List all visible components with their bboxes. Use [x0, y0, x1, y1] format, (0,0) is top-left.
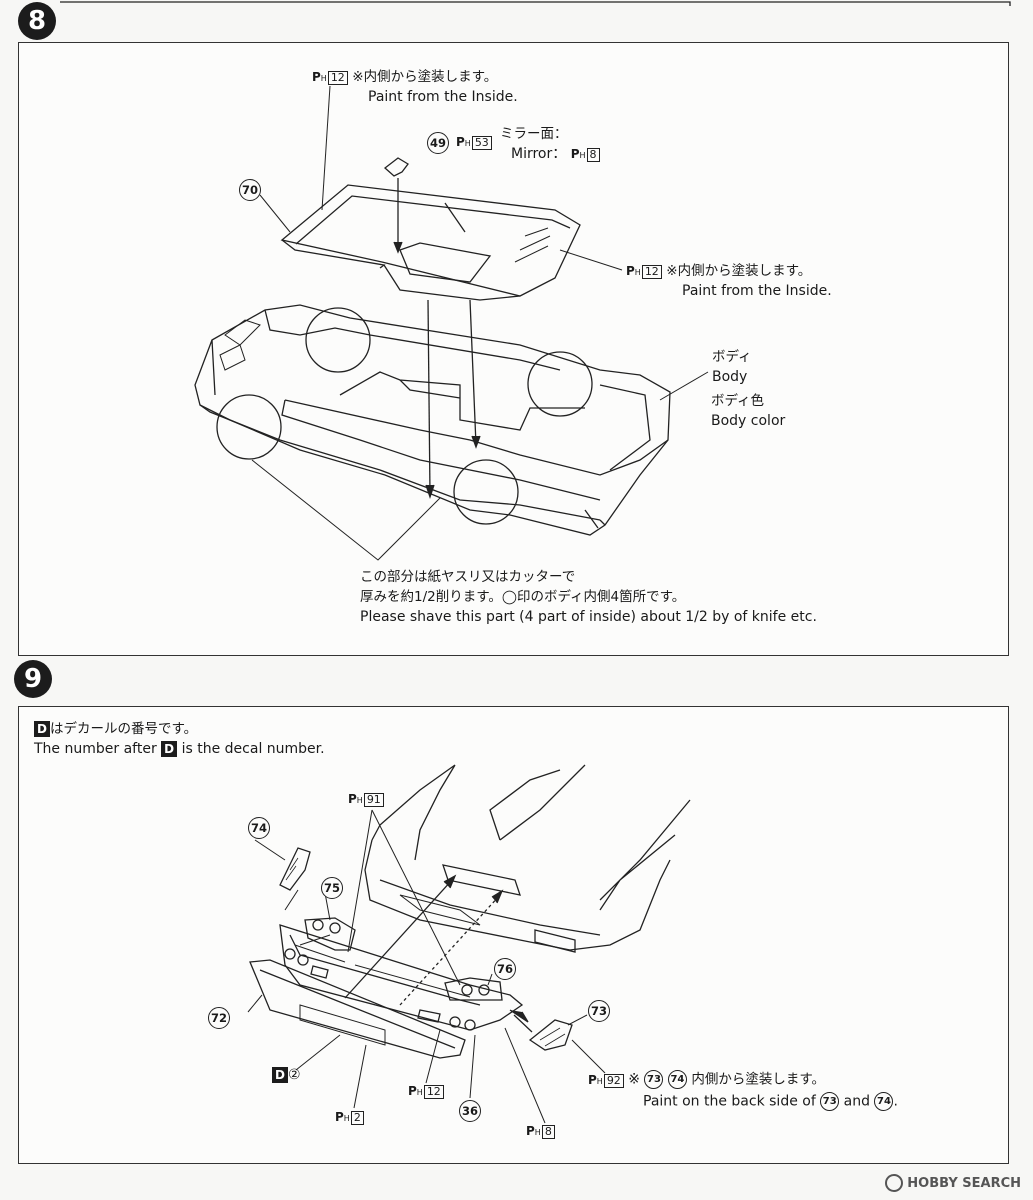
bracket-76 — [444, 977, 503, 1001]
mirror-jp: ミラー面： — [500, 126, 568, 142]
logo-icon — [885, 1174, 904, 1192]
part-49-callout: 49 — [427, 132, 449, 154]
part-73-callout: 73 — [588, 1000, 610, 1022]
decal-note-en: The number after D is the decal number. — [34, 741, 325, 757]
body-en: Body — [712, 369, 748, 385]
step8-badge: 8 — [18, 2, 56, 40]
shave-jp-1: この部分は紙ヤスリ又はカッターで — [360, 569, 576, 585]
step8-panel — [18, 42, 1009, 656]
car-front — [371, 764, 691, 911]
paint-right-jp: ※内側から塗装します。 — [666, 263, 812, 279]
part-75-callout: 75 — [321, 877, 343, 899]
part-36-callout: 36 — [459, 1100, 481, 1122]
marker-light-74 — [279, 847, 311, 891]
lower-spoiler — [249, 959, 466, 1059]
part-76-callout: 76 — [494, 958, 516, 980]
car-body — [194, 304, 671, 536]
paint-right-en: Paint from the Inside. — [682, 283, 832, 299]
bumper-main — [279, 924, 524, 1031]
part-70-callout: 70 — [239, 179, 261, 201]
decal-icon: D — [272, 1067, 288, 1083]
body-color-en: Body color — [711, 413, 786, 429]
mirror-part — [383, 157, 409, 177]
body-color-jp: ボディ色 — [711, 393, 765, 409]
paint-top-jp: ※内側から塗装します。 — [352, 69, 498, 85]
part-72-callout: 72 — [208, 1007, 230, 1029]
marker-light-73 — [528, 1019, 573, 1051]
step9-panel — [18, 706, 1009, 1164]
decal-icon: D — [161, 741, 178, 757]
shave-jp-2: 厚みを約1/2削ります。◯印のボディ内側4箇所です。 — [360, 589, 686, 605]
mirror-en: Mirror： — [511, 146, 567, 162]
body-jp: ボディ — [712, 349, 752, 365]
decal-icon: D — [34, 721, 50, 737]
shave-en: Please shave this part (4 part of inside… — [360, 609, 817, 625]
part-74-callout: 74 — [248, 817, 270, 839]
paint-top-en: Paint from the Inside. — [368, 89, 518, 105]
interior-tub — [280, 184, 581, 297]
hobby-search-logo: HOBBY SEARCH — [885, 1174, 1021, 1192]
step9-badge: 9 — [14, 660, 52, 698]
bracket-75 — [304, 917, 356, 951]
paint-back-en: Paint on the back side of 73 and 74. — [643, 1092, 898, 1111]
